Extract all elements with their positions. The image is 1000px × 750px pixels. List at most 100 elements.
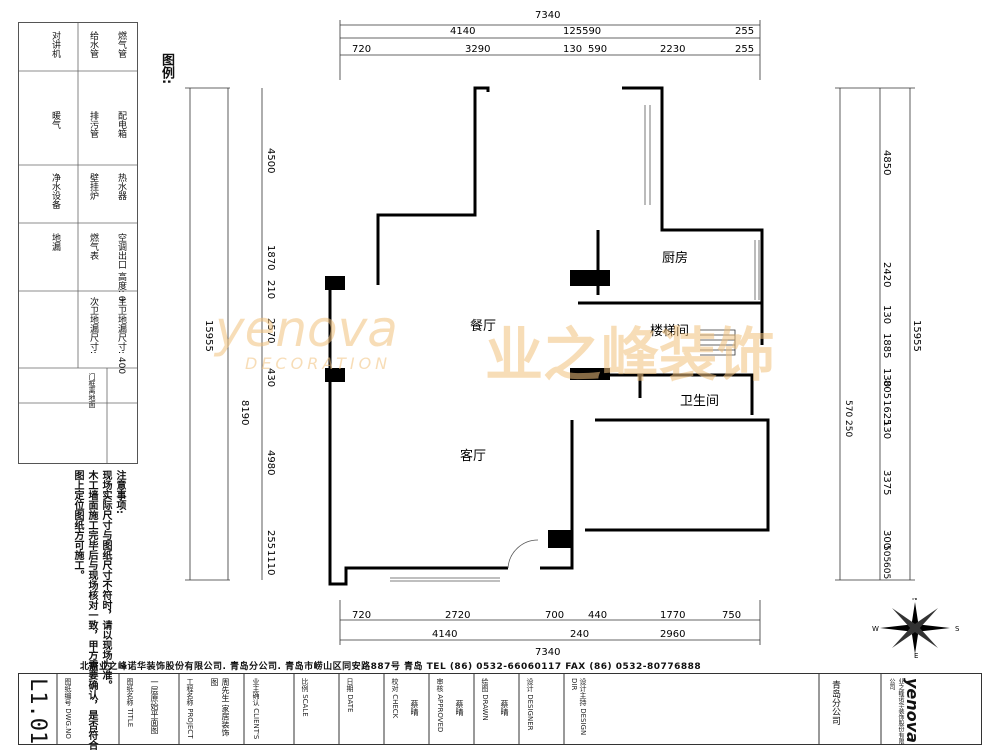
- walls: [328, 86, 770, 586]
- watermark-brand: yenova: [215, 300, 398, 358]
- legend-item-water-purifier: 净水设备: [50, 173, 60, 209]
- notes-line-3: 图上定位图纸方可施工。: [72, 470, 83, 580]
- legend-item-boiler: 壁挂炉: [88, 173, 98, 200]
- dim-left-total: 15955: [203, 320, 214, 352]
- room-bath: 卫生间: [680, 394, 719, 409]
- compass-e: E: [914, 652, 918, 658]
- notes-line-1: 现场实际尺寸与图纸尺寸不符时，请以现场为准。: [100, 470, 111, 690]
- compass-icon: N S E W: [872, 598, 960, 658]
- legend-grid: [19, 23, 137, 463]
- legend-row-door: 门框离地面: [88, 373, 96, 408]
- dim-bot-r2-a: 4140: [432, 629, 457, 640]
- dim-left-c: 210: [265, 280, 276, 299]
- title-block-grid: [56, 674, 882, 744]
- field-title-label: 图纸名称 TITLE: [126, 678, 134, 728]
- watermark-sub: DECORATION: [245, 354, 392, 373]
- field-drawn-value: 蔡晴: [500, 700, 509, 716]
- legend-item-water-pipe: 给水管: [88, 31, 98, 58]
- dim-left-sub: 8190: [239, 400, 250, 425]
- field-approved-label: 审核 APPROVED: [436, 678, 444, 733]
- dim-bot-r1-e: 1770: [660, 610, 685, 621]
- field-design-dir-label: 设计主持 DESIGN DIR: [570, 678, 587, 736]
- dim-right-l: 605: [881, 562, 891, 579]
- windows: [390, 105, 760, 582]
- legend-item-floor-drain: 地漏: [50, 233, 60, 251]
- legend-item-gas-pipe: 燃气管: [116, 31, 126, 58]
- watermark-cn: 业之峰装饰: [485, 321, 776, 389]
- room-kitchen: 厨房: [662, 250, 688, 266]
- legend-item-water-heater: 热水器: [116, 173, 126, 200]
- dim-left-d: 2570: [265, 318, 276, 343]
- notes-line-2: 木工墙面施工完毕后与现场核对一致，甲方需要确认，是否符合: [86, 470, 97, 750]
- dim-top-r2-b: 3290: [465, 44, 490, 55]
- dim-top-r2-a: 720: [352, 44, 371, 55]
- legend-item-gas-meter: 燃气表: [88, 233, 98, 260]
- field-project-value: 周先生 家居装饰图: [210, 678, 230, 737]
- dim-top-r2-c: 130: [563, 44, 582, 55]
- room-dining: 餐厅: [470, 318, 496, 334]
- dim-left-b: 1870: [265, 245, 276, 270]
- legend-item-drain-pipe: 排污管: [88, 111, 98, 138]
- dim-right-d: 1885: [881, 333, 892, 358]
- dim-top-r2-f: 255: [735, 44, 754, 55]
- stair-lines: [700, 329, 736, 356]
- field-date-label: 日期 DATE: [346, 678, 354, 713]
- dim-bot-r1-a: 720: [352, 610, 371, 621]
- dim-bot-r2-c: 2960: [660, 629, 685, 640]
- dim-top-r2-e: 2230: [660, 44, 685, 55]
- dim-top-r2-d: 590: [588, 44, 607, 55]
- dimension-lines: [185, 20, 915, 645]
- dim-right-f: 805: [881, 380, 892, 399]
- floor-plan: 厨房 楼梯间 餐厅 卫生间 客厅 7340 4140 125590 255 72…: [185, 10, 922, 658]
- legend-panel: 燃气管 配电箱 给水管 排污管 热水器 壁挂炉 燃气表 地漏 主卫地漏尺寸: 4…: [18, 22, 174, 464]
- watermark: yenova DECORATION 业之峰装饰: [215, 300, 835, 389]
- legend-item-secondary-drain: 次卫地漏尺寸:: [88, 297, 98, 355]
- field-designer-label: 设计 DESIGNER: [526, 678, 534, 731]
- dim-left-g: 255: [265, 530, 276, 549]
- dim-top-r1-a: 4140: [450, 26, 475, 37]
- compass-w: W: [872, 625, 879, 633]
- dim-right-total: 15955: [911, 320, 922, 352]
- legend-item-heating: 暖气: [50, 111, 60, 129]
- footer-brand-cn: 业之峰诺华装饰股份有限公司: [888, 678, 904, 744]
- dim-right-g: 1625: [881, 400, 892, 425]
- legend-item-master-drain: 主卫地漏尺寸: 400: [116, 297, 126, 375]
- dim-top-total: 7340: [535, 10, 560, 21]
- dim-right-i: 3375: [881, 470, 892, 495]
- field-check-label: 校对 CHECK: [391, 678, 399, 719]
- field-drawn-label: 绘图 DRAWN: [481, 678, 489, 721]
- field-approved-value: 蔡晴: [455, 700, 464, 716]
- notes-title: 注意事项:: [114, 470, 125, 514]
- legend-item-distribution-box: 配电箱: [116, 111, 126, 138]
- room-stair: 楼梯间: [650, 324, 689, 339]
- dim-right-k: 505: [881, 545, 891, 562]
- room-living: 客厅: [460, 448, 486, 464]
- dim-bot-r1-f: 750: [722, 610, 741, 621]
- title-block: L1.01 图纸编号 DWG.NO 图纸名称 TITLE 一层原始平面图 工程名…: [18, 673, 982, 745]
- dim-top-r1-b: 125590: [563, 26, 601, 37]
- dim-right-b: 2420: [881, 262, 892, 287]
- legend-row-ac: 空调出口 高度: 0: [116, 233, 126, 302]
- compass-s: S: [955, 625, 960, 633]
- dim-bot-r1-c: 700: [545, 610, 564, 621]
- field-check-value: 蔡晴: [410, 700, 419, 716]
- dim-bot-r1-d: 440: [588, 610, 607, 621]
- dim-right-a: 4850: [881, 150, 892, 175]
- dim-left-e: 430: [265, 368, 276, 387]
- dim-bot-r2-b: 240: [570, 629, 589, 640]
- field-dwg-no-label: 图纸编号 DWG.NO: [64, 678, 72, 739]
- dim-right-e: 130: [881, 368, 892, 387]
- footer-branch: 青岛分公司: [830, 680, 840, 725]
- dim-right-h: 130: [881, 420, 892, 439]
- dim-bot-total: 7340: [535, 647, 560, 658]
- dim-top-r1-c: 255: [735, 26, 754, 37]
- field-scale-label: 比例 SCALE: [301, 678, 309, 717]
- entry-door-swing: [507, 539, 539, 569]
- legend-item-intercom: 对讲机: [50, 31, 60, 58]
- wall-fill: [325, 270, 610, 548]
- dim-left-h: 1110: [265, 550, 276, 575]
- dim-left-f: 4980: [265, 450, 276, 475]
- field-title-value: 一层原始平面图: [150, 678, 159, 734]
- dim-bot-r1-b: 2720: [445, 610, 470, 621]
- sheet-number: L1.01: [25, 678, 50, 745]
